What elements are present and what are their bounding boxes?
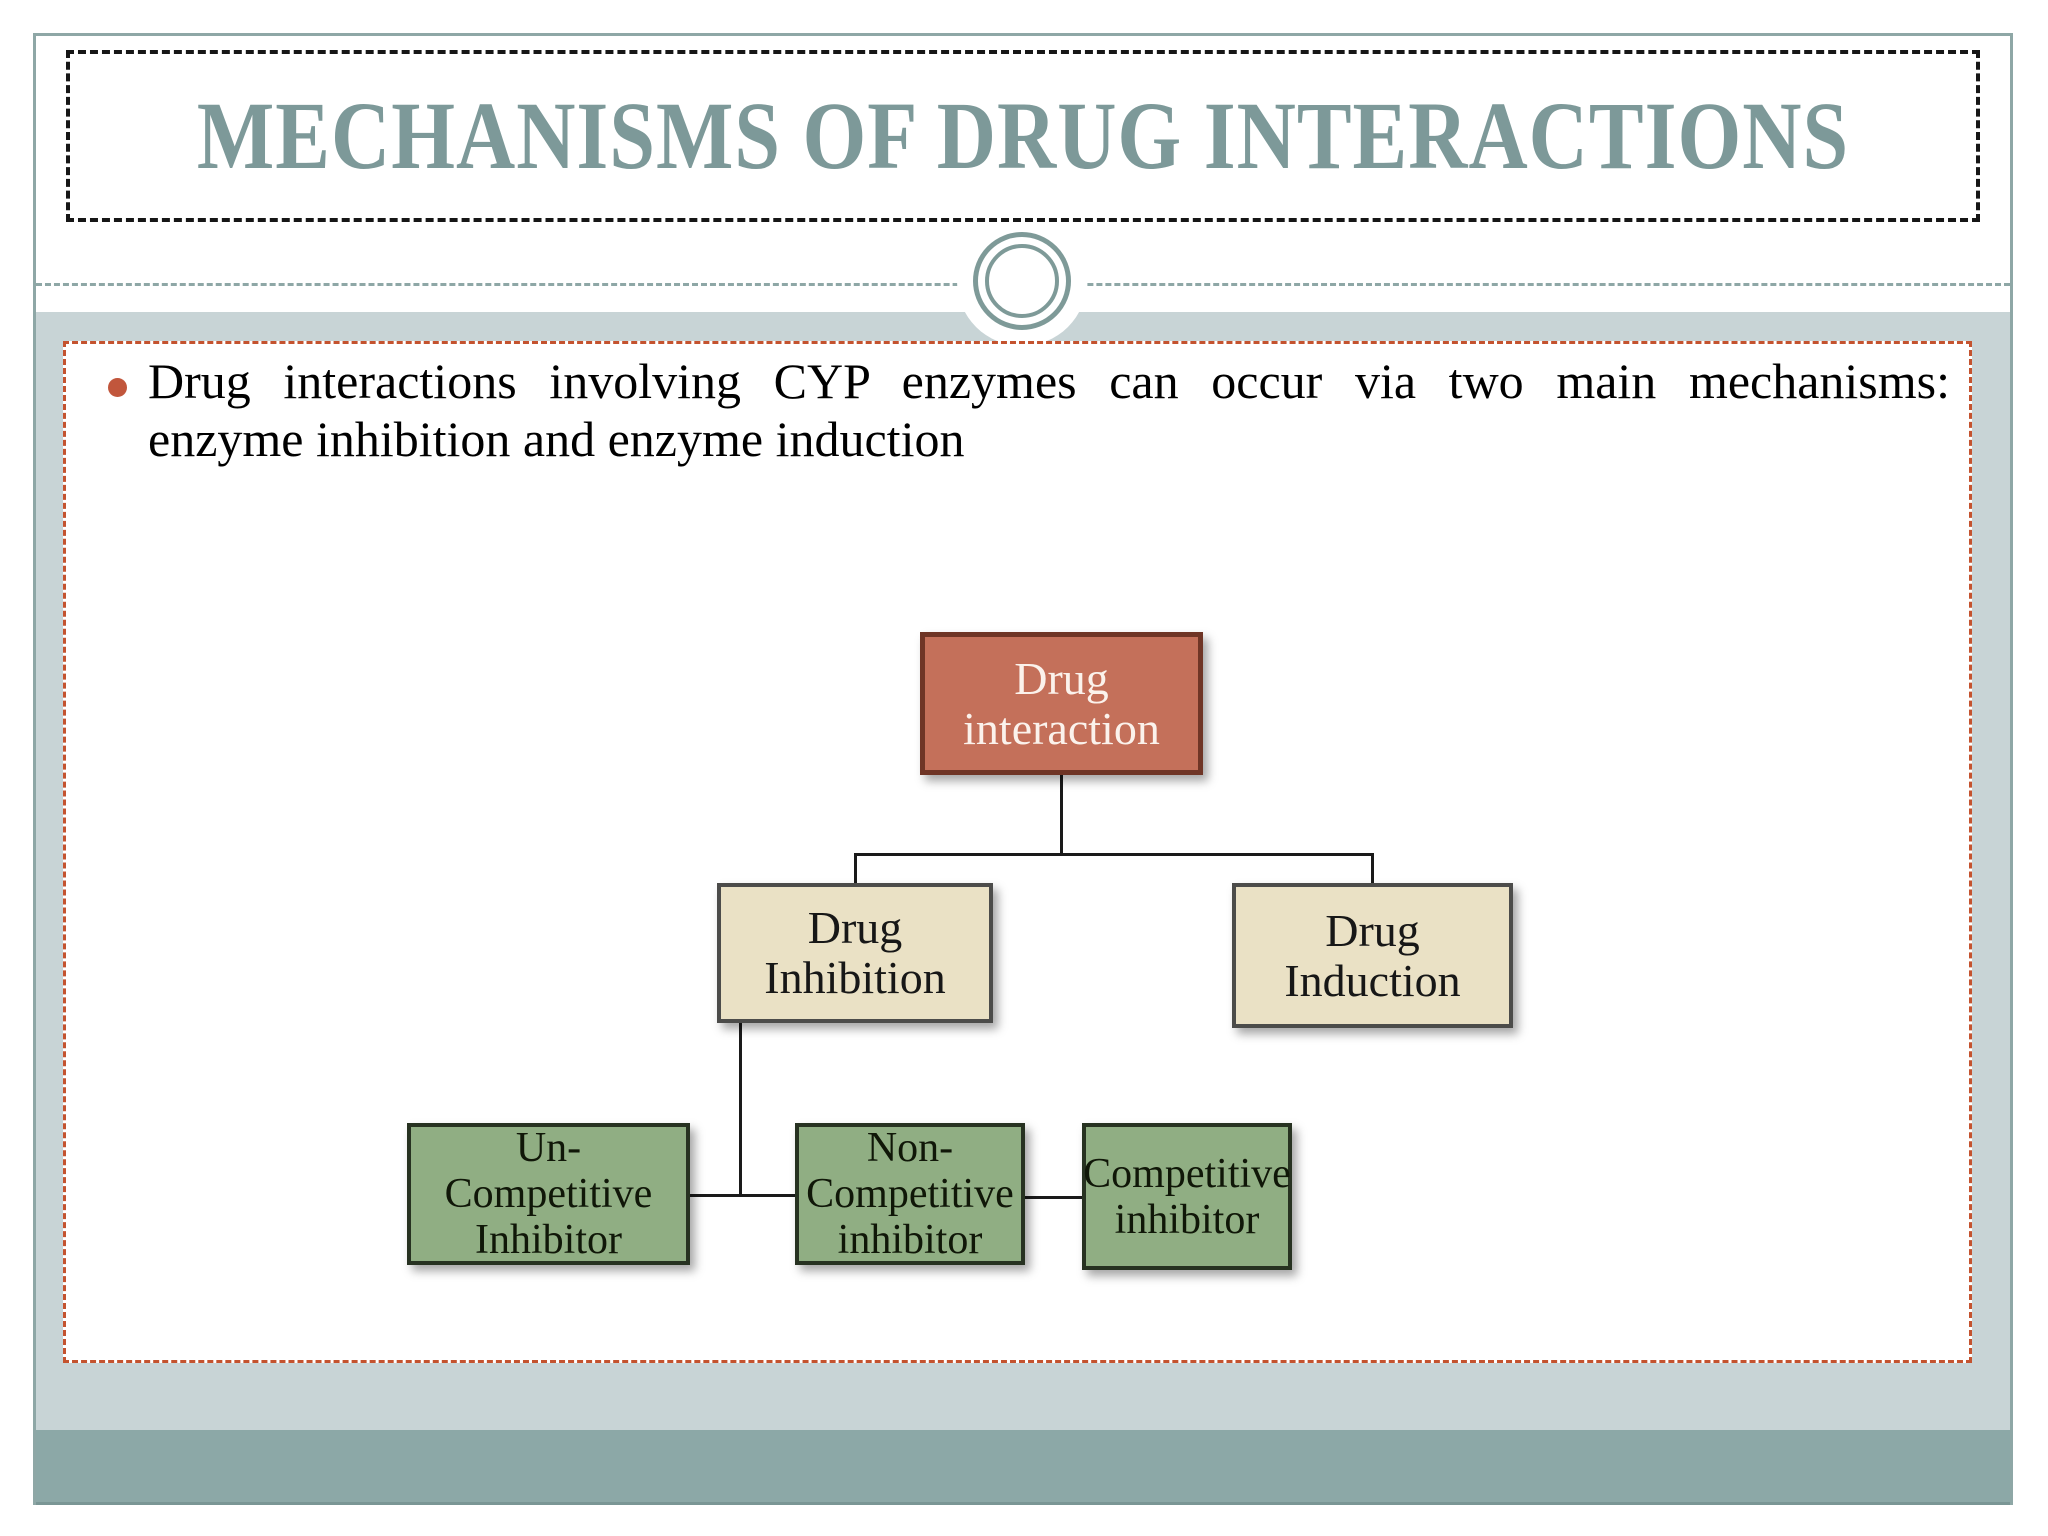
divider-ornament-inner-ring [985,244,1059,318]
node-drug-inhibition: Drug Inhibition [717,883,993,1023]
connector-level2-horizontal [854,853,1374,856]
node-un-competitive-inhibitor: Un- Competitive Inhibitor [407,1123,690,1265]
bullet-paragraph: Drug interactions involving CYP enzymes … [148,352,1950,468]
node-label: Un- Competitive Inhibitor [444,1125,653,1263]
slide-title: MECHANISMS OF DRUG INTERACTIONS [196,81,1850,190]
footer-band-dark [36,1430,2010,1505]
bullet-dot-icon [108,378,127,397]
node-drug-interaction: Drug interaction [920,632,1203,775]
connector-uncompetitive-noncompetitive [690,1194,795,1197]
connector-root-down [1060,775,1063,855]
connector-noncompetitive-competitive [1025,1196,1082,1199]
node-non-competitive-inhibitor: Non- Competitive inhibitor [795,1123,1025,1265]
connector-stub-inhibition [854,853,857,886]
connector-inhibition-down [739,1023,742,1197]
node-label: Drug Inhibition [764,902,946,1003]
title-banner: MECHANISMS OF DRUG INTERACTIONS [66,50,1980,222]
node-label: Drug Induction [1284,904,1461,1006]
node-label: Drug interaction [963,652,1160,754]
connector-stub-induction [1371,853,1374,886]
node-label: Competitive inhibitor [1083,1150,1291,1243]
bullet-line-2: enzyme inhibition and enzyme induction [148,411,965,467]
node-drug-induction: Drug Induction [1232,883,1513,1028]
node-competitive-inhibitor: Competitive inhibitor [1082,1123,1292,1270]
bullet-line-1: Drug interactions involving CYP enzymes … [148,353,1950,409]
node-label: Non- Competitive inhibitor [806,1125,1014,1263]
